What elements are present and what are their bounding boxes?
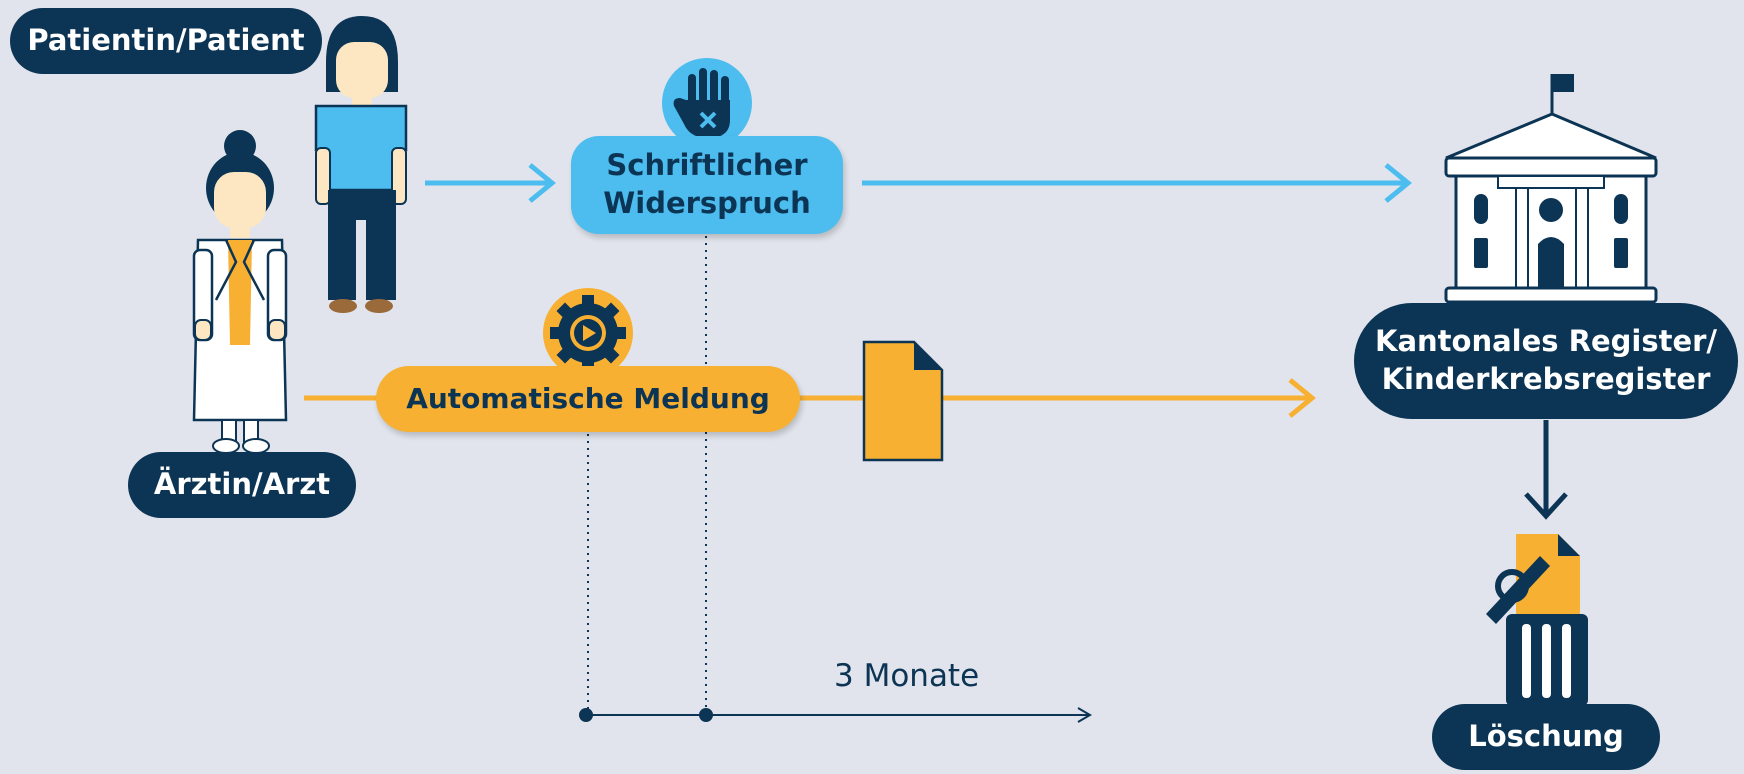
objection-label: Schriftlicher Widerspruch <box>603 148 811 220</box>
arrow-registry-to-deletion <box>1524 420 1568 520</box>
trash-shred-icon <box>1486 534 1588 706</box>
dotted-guides <box>587 236 707 714</box>
document-icon <box>862 340 944 462</box>
arrow-objection-to-registry <box>862 163 1412 203</box>
automatic-report-box: Automatische Meldung <box>376 366 800 432</box>
hand-stop-icon <box>662 58 752 148</box>
patient-label: Patientin/Patient <box>10 8 322 74</box>
gear-play-icon <box>543 288 633 378</box>
doctor-label: Ärztin/Arzt <box>128 452 356 518</box>
timeline <box>579 707 1092 723</box>
building-icon <box>1444 74 1658 304</box>
deletion-label: Löschung <box>1432 704 1660 770</box>
registry-label-line2: Kinderkrebsregister <box>1381 362 1711 396</box>
objection-box: Schriftlicher Widerspruch <box>571 136 843 234</box>
registry-box: Kantonales Register/ Kinderkrebsregister <box>1354 303 1738 419</box>
arrow-patient-to-objection <box>425 163 556 203</box>
doctor-figure <box>192 130 288 454</box>
registry-label-line1: Kantonales Register/ <box>1374 324 1718 359</box>
patient-figure <box>314 16 408 313</box>
timeline-label: 3 Monate <box>834 658 980 694</box>
